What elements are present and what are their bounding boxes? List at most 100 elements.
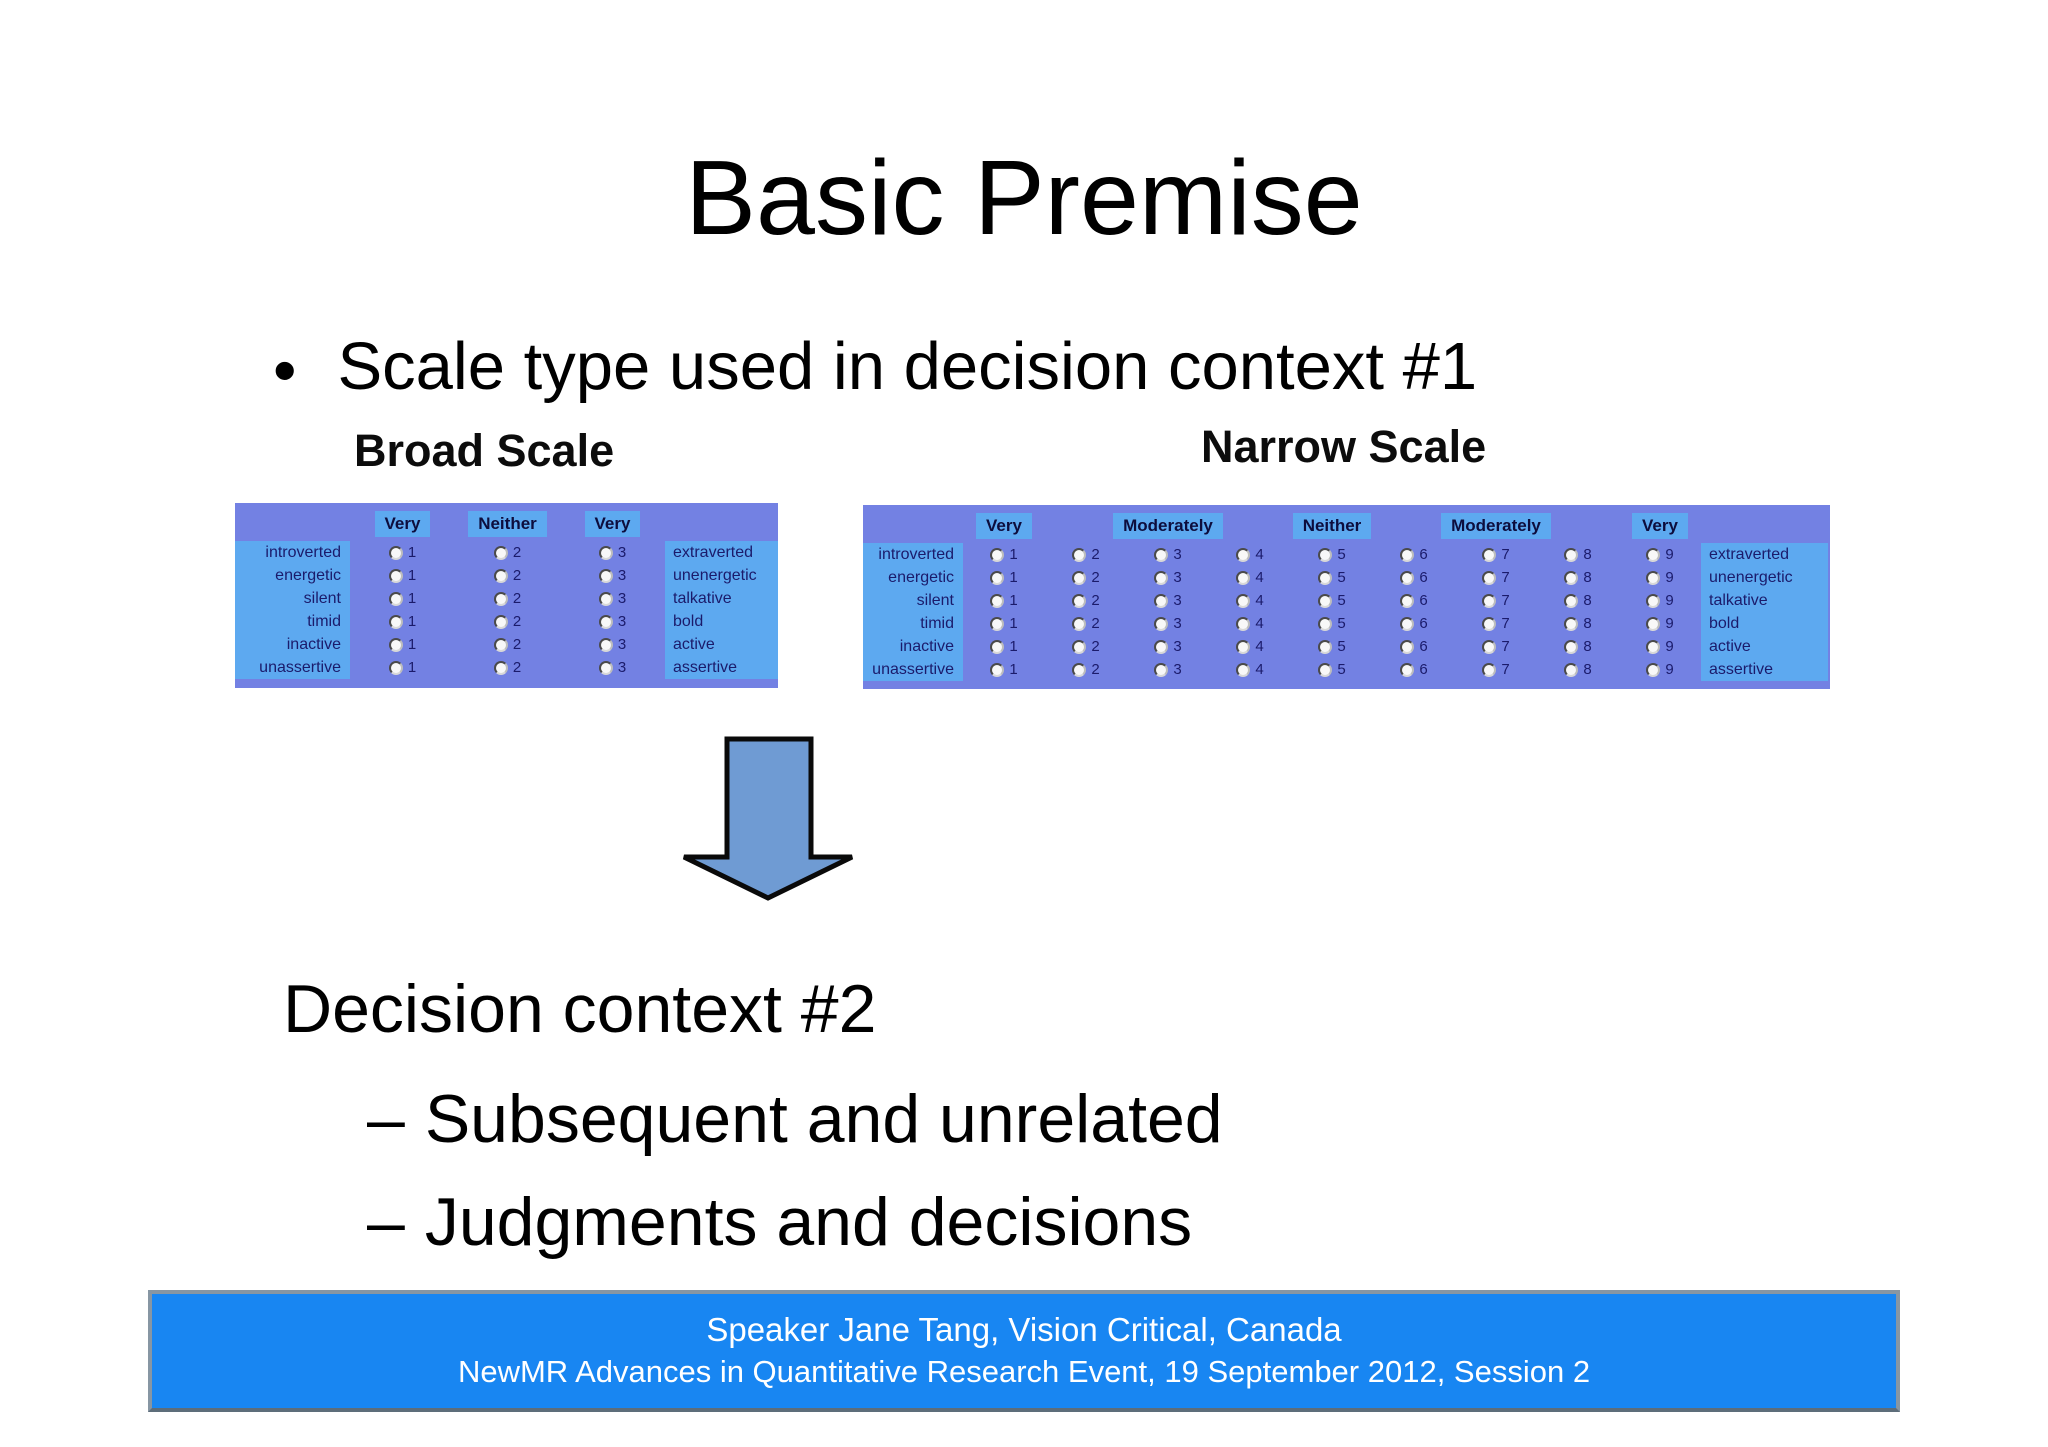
radio-button[interactable]	[1318, 662, 1333, 677]
radio-button[interactable]	[1154, 662, 1169, 677]
radio-button[interactable]	[1236, 639, 1251, 654]
radio-button[interactable]	[1482, 593, 1497, 608]
radio-button[interactable]	[1646, 616, 1661, 631]
radio-button[interactable]	[493, 545, 508, 560]
row-label-right: extraverted	[1701, 543, 1828, 566]
radio-button[interactable]	[1400, 593, 1415, 608]
radio-button[interactable]	[1318, 547, 1333, 562]
radio-button[interactable]	[598, 614, 613, 629]
radio-button[interactable]	[1072, 547, 1087, 562]
radio-button[interactable]	[1482, 570, 1497, 585]
radio-button[interactable]	[1646, 639, 1661, 654]
radio-button[interactable]	[388, 568, 403, 583]
radio-button[interactable]	[598, 591, 613, 606]
radio-button[interactable]	[1400, 547, 1415, 562]
radio-button[interactable]	[598, 568, 613, 583]
radio-button[interactable]	[493, 660, 508, 675]
decision-sub-item: – Subsequent and unrelated	[367, 1082, 1223, 1157]
radio-button[interactable]	[1236, 570, 1251, 585]
radio-button[interactable]	[1318, 616, 1333, 631]
row-label-left: introverted	[235, 541, 350, 564]
rating-cell: 1	[350, 613, 455, 630]
row-label-right: bold	[1701, 612, 1828, 635]
row-label-right: assertive	[665, 656, 778, 679]
rating-cell: 4	[1209, 638, 1291, 655]
rating-number: 7	[1501, 592, 1510, 609]
radio-button[interactable]	[1646, 570, 1661, 585]
radio-button[interactable]	[990, 662, 1005, 677]
radio-button[interactable]	[1072, 639, 1087, 654]
radio-button[interactable]	[990, 616, 1005, 631]
decision-sub-text: Judgments and decisions	[424, 1184, 1193, 1260]
rating-number: 3	[617, 659, 627, 676]
rating-number: 2	[512, 613, 522, 630]
rating-number: 9	[1665, 615, 1674, 632]
rating-cell: 9	[1619, 546, 1701, 563]
radio-button[interactable]	[1236, 616, 1251, 631]
radio-button[interactable]	[493, 637, 508, 652]
radio-button[interactable]	[1564, 616, 1579, 631]
radio-button[interactable]	[1072, 593, 1087, 608]
radio-button[interactable]	[1400, 639, 1415, 654]
radio-button[interactable]	[598, 660, 613, 675]
radio-button[interactable]	[1564, 570, 1579, 585]
radio-button[interactable]	[1154, 570, 1169, 585]
radio-button[interactable]	[1154, 616, 1169, 631]
radio-button[interactable]	[388, 545, 403, 560]
radio-button[interactable]	[1400, 570, 1415, 585]
down-arrow-icon	[682, 736, 854, 901]
radio-button[interactable]	[1072, 616, 1087, 631]
radio-button[interactable]	[990, 570, 1005, 585]
rating-cell: 3	[1127, 592, 1209, 609]
radio-button[interactable]	[388, 637, 403, 652]
radio-button[interactable]	[1482, 662, 1497, 677]
radio-button[interactable]	[493, 568, 508, 583]
radio-button[interactable]	[1318, 593, 1333, 608]
radio-button[interactable]	[990, 547, 1005, 562]
radio-button[interactable]	[1154, 547, 1169, 562]
rating-cell: 1	[350, 590, 455, 607]
radio-button[interactable]	[990, 639, 1005, 654]
scale-header-label: Neither	[1292, 513, 1372, 539]
radio-button[interactable]	[1072, 662, 1087, 677]
radio-button[interactable]	[598, 637, 613, 652]
radio-button[interactable]	[1482, 639, 1497, 654]
radio-button[interactable]	[1318, 639, 1333, 654]
radio-button[interactable]	[1564, 639, 1579, 654]
scale-header-label: Very	[976, 513, 1032, 539]
radio-button[interactable]	[1154, 639, 1169, 654]
radio-button[interactable]	[388, 614, 403, 629]
radio-button[interactable]	[1400, 616, 1415, 631]
radio-button[interactable]	[493, 614, 508, 629]
radio-button[interactable]	[1646, 593, 1661, 608]
radio-button[interactable]	[1154, 593, 1169, 608]
radio-button[interactable]	[1318, 570, 1333, 585]
rating-cell: 5	[1291, 615, 1373, 632]
radio-button[interactable]	[1564, 662, 1579, 677]
row-label-right: unenergetic	[1701, 566, 1828, 589]
radio-button[interactable]	[1482, 616, 1497, 631]
radio-button[interactable]	[1482, 547, 1497, 562]
radio-button[interactable]	[1236, 547, 1251, 562]
rating-number: 3	[1173, 615, 1182, 632]
radio-button[interactable]	[388, 591, 403, 606]
radio-button[interactable]	[1564, 547, 1579, 562]
rating-cell: 9	[1619, 615, 1701, 632]
radio-button[interactable]	[1072, 570, 1087, 585]
radio-button[interactable]	[388, 660, 403, 675]
rating-cell: 8	[1537, 546, 1619, 563]
radio-button[interactable]	[598, 545, 613, 560]
radio-button[interactable]	[1564, 593, 1579, 608]
rating-cell: 1	[963, 546, 1045, 563]
radio-button[interactable]	[990, 593, 1005, 608]
radio-button[interactable]	[1646, 662, 1661, 677]
radio-button[interactable]	[1236, 593, 1251, 608]
radio-button[interactable]	[493, 591, 508, 606]
radio-button[interactable]	[1400, 662, 1415, 677]
radio-button[interactable]	[1646, 547, 1661, 562]
radio-button[interactable]	[1236, 662, 1251, 677]
